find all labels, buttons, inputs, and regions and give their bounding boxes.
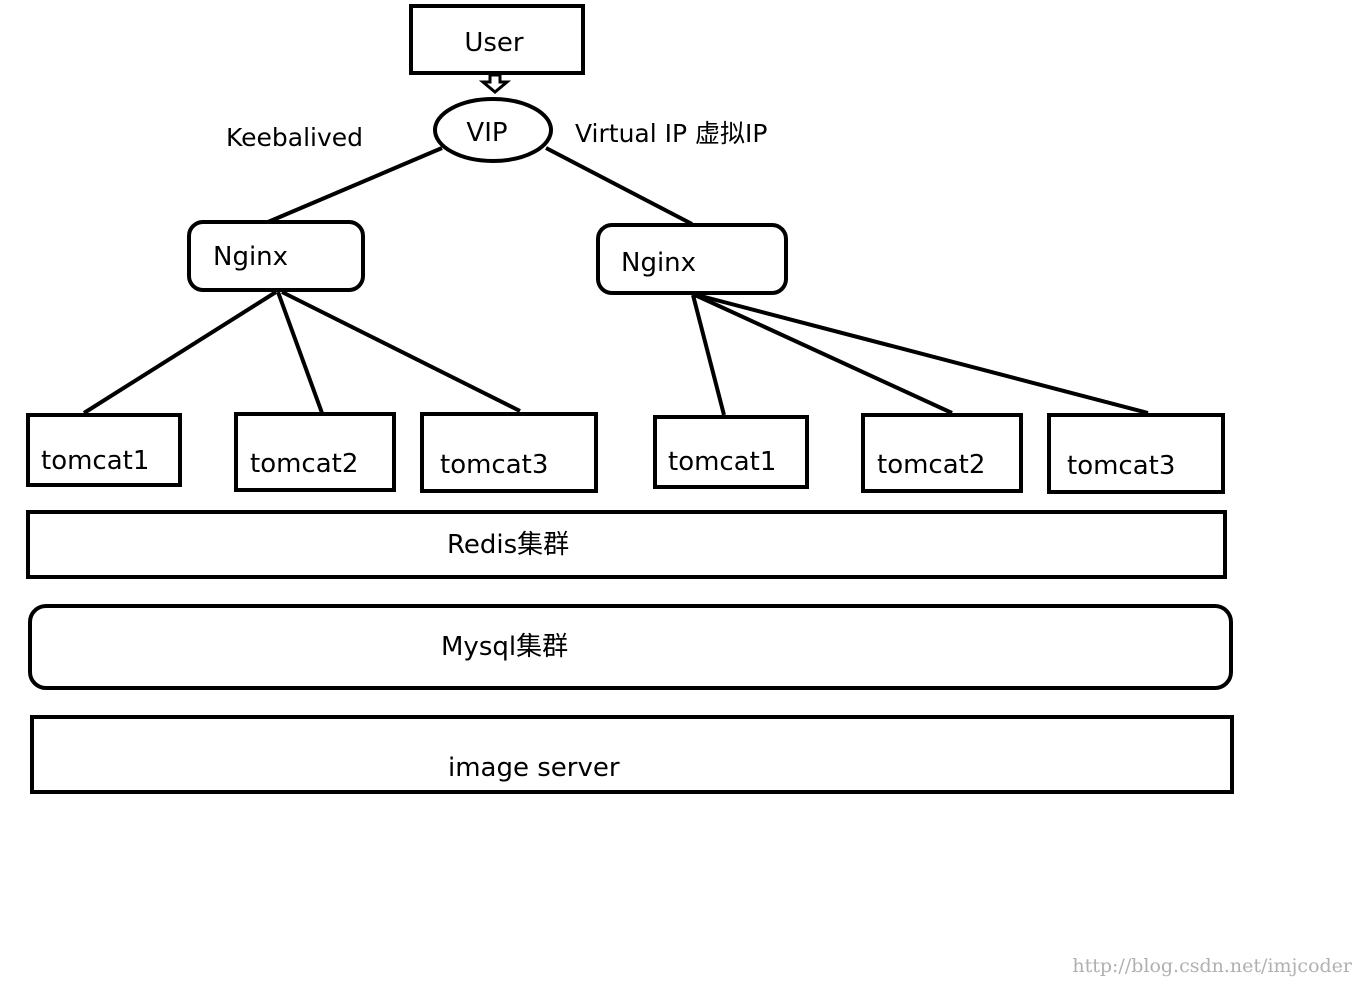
keepalived-note: Keebalived <box>226 123 363 152</box>
nginx-box-left <box>187 220 365 292</box>
edge-nginx-left-tomcat2 <box>276 291 324 414</box>
mysql-cluster-label: Mysql集群 <box>441 632 568 662</box>
down-arrow-icon <box>478 73 512 94</box>
vip-node <box>433 97 553 163</box>
tomcat-box <box>26 413 182 487</box>
edge-nginx-left-tomcat1 <box>82 290 278 415</box>
user-box <box>409 4 585 75</box>
tomcat-box <box>653 415 809 489</box>
tomcat-box <box>420 412 598 493</box>
vip-label: VIP <box>466 118 507 148</box>
tomcat-label: tomcat2 <box>250 449 358 479</box>
edge-vip-nginx-right <box>545 146 693 226</box>
tomcat-box <box>1047 413 1225 494</box>
redis-cluster-box <box>26 510 1227 579</box>
image-server-box <box>30 715 1234 794</box>
tomcat-box <box>234 412 396 492</box>
edge-nginx-right-tomcat3 <box>696 293 1149 415</box>
tomcat-label: tomcat3 <box>1067 451 1175 481</box>
tomcat-label: tomcat2 <box>877 450 985 480</box>
tomcat-box <box>861 413 1023 493</box>
tomcat-label: tomcat1 <box>668 447 776 477</box>
nginx-label-right: Nginx <box>621 248 696 278</box>
watermark-text: http://blog.csdn.net/imjcoder <box>1072 955 1353 977</box>
edge-vip-nginx-left <box>267 146 443 224</box>
tomcat-label: tomcat1 <box>41 446 149 476</box>
tomcat-label: tomcat3 <box>440 450 548 480</box>
edge-nginx-right-tomcat1 <box>691 294 726 416</box>
edge-nginx-right-tomcat2 <box>694 293 953 415</box>
image-server-label: image server <box>448 753 620 783</box>
nginx-box-right <box>596 223 788 295</box>
redis-cluster-label: Redis集群 <box>447 530 569 560</box>
virtual-ip-note: Virtual IP 虚拟IP <box>575 119 767 148</box>
nginx-label-left: Nginx <box>213 242 288 272</box>
mysql-cluster-box <box>28 604 1233 690</box>
user-label: User <box>464 28 524 58</box>
edge-nginx-left-tomcat3 <box>281 290 521 413</box>
